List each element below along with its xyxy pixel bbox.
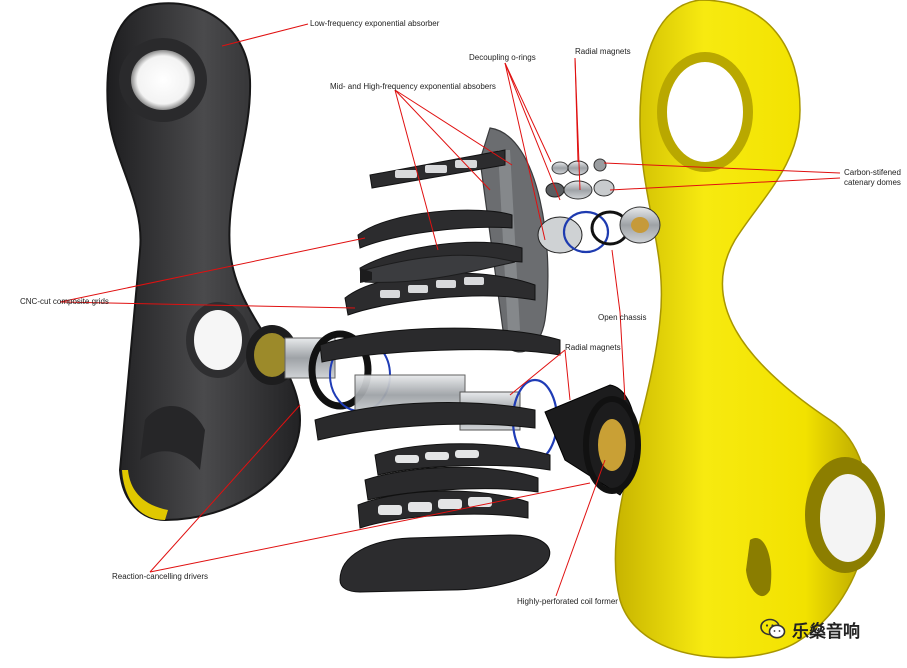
label-cnc-grids: CNC-cut composite grids (20, 297, 109, 306)
label-coil-former: Highly-perforated coil former (517, 597, 618, 606)
base-plate (339, 534, 551, 593)
label-carbon-domes-line2: catenary domes (844, 178, 901, 187)
right-yellow-shell (614, 0, 885, 659)
watermark: 乐燊音响 (760, 616, 860, 642)
label-carbon-domes-line1: Carbon-stifened (844, 168, 901, 177)
label-decoupling-orings: Decoupling o-rings (469, 53, 536, 62)
wechat-icon (760, 618, 786, 639)
label-reaction-drivers: Reaction-cancelling drivers (112, 572, 209, 581)
tweeter-assemblies (537, 158, 661, 254)
grid-windows (380, 160, 484, 298)
watermark-text: 乐燊音响 (792, 621, 860, 642)
label-low-frequency-absorber: Low-frequency exponential absorber (310, 19, 440, 28)
label-radial-magnets-top: Radial magnets (575, 47, 631, 56)
leader-lines (59, 23, 841, 597)
cone-absorber (360, 254, 516, 283)
grid-windows-lower (378, 450, 492, 515)
left-carbon-shell (106, 2, 302, 522)
label-radial-magnets-mid: Radial magnets (565, 343, 621, 352)
label-mid-high-absorbers: Mid- and High-frequency exponential abso… (330, 82, 496, 91)
label-open-chassis: Open chassis (598, 313, 647, 322)
composite-grids-lower (314, 327, 561, 529)
